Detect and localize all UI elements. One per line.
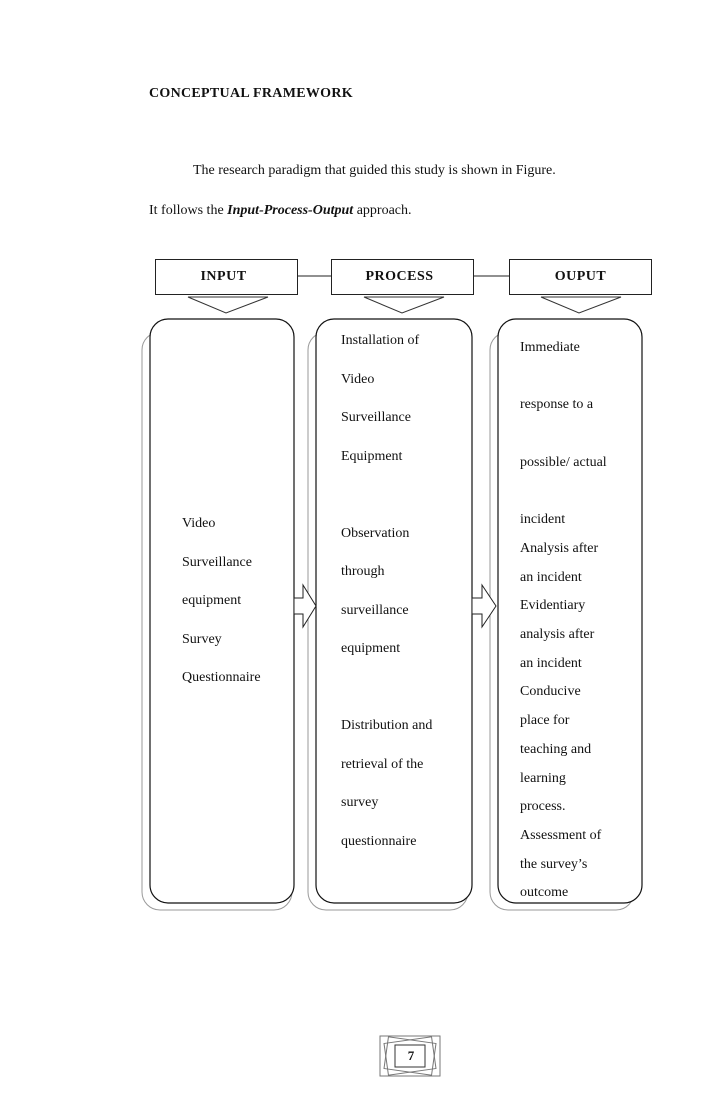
- output-item: [520, 363, 635, 392]
- intro-prefix: It follows the: [149, 203, 228, 218]
- output-item: place for: [520, 713, 570, 729]
- output-item: [520, 420, 635, 449]
- output-item: [520, 478, 635, 507]
- process-item: [341, 476, 461, 515]
- output-item: the survey’s: [520, 856, 588, 872]
- output-panel: [497, 318, 643, 904]
- down-arrow-process: [363, 296, 445, 314]
- process-item: Installation of: [341, 333, 420, 348]
- header-process: PROCESS: [331, 259, 474, 295]
- down-arrow-output: [540, 296, 622, 314]
- output-item: possible/ actual: [520, 454, 607, 470]
- output-item: Evidentiary: [520, 598, 586, 614]
- page-ornament-inner: [394, 1044, 426, 1068]
- process-item: [341, 669, 461, 708]
- section-heading: CONCEPTUAL FRAMEWORK: [149, 86, 353, 101]
- output-item: analysis after: [520, 627, 595, 643]
- output-item: Conducive: [520, 684, 581, 700]
- page-ornament-rot1: [383, 1036, 437, 1076]
- output-item: an incident: [520, 655, 582, 671]
- process-item: survey: [341, 795, 379, 810]
- header-output-label: OUPUT: [554, 269, 607, 284]
- process-item: retrieval of the: [341, 756, 424, 772]
- right-arrow-input-process: [293, 583, 317, 629]
- output-item: incident: [520, 512, 566, 528]
- output-item: learning: [520, 770, 566, 786]
- input-item: Survey: [182, 631, 222, 647]
- process-item: Observation: [341, 525, 410, 541]
- process-item: surveillance: [341, 602, 409, 618]
- page-number: 7: [407, 1048, 415, 1063]
- right-arrow-process-output: [471, 583, 497, 629]
- output-item: response to a: [520, 397, 594, 413]
- output-item: an incident: [520, 569, 582, 585]
- header-output: OUPUT: [509, 259, 652, 295]
- output-item: Assessment of: [520, 827, 602, 843]
- page-ornament-outer: [379, 1035, 441, 1077]
- intro-paragraph-line-1: The research paradigm that guided this s…: [193, 163, 556, 178]
- input-item: Video: [182, 516, 216, 531]
- output-item: Immediate: [520, 340, 580, 355]
- process-item: Video: [341, 371, 375, 387]
- intro-suffix: approach.: [353, 203, 412, 218]
- ipo-emphasis: Input-Process-Output: [227, 203, 354, 218]
- output-item: teaching and: [520, 741, 592, 757]
- input-item: equipment: [182, 593, 242, 608]
- process-item: questionnaire: [341, 833, 417, 849]
- output-item: process.: [520, 799, 566, 815]
- output-items: Immediate response to a possible/ actual…: [520, 334, 635, 908]
- output-item: Analysis after: [520, 540, 599, 556]
- input-item: Surveillance: [182, 554, 252, 570]
- process-item: [341, 861, 461, 890]
- intro-paragraph-line-2: It follows the Input-Process-Output appr…: [149, 203, 412, 219]
- process-item: Distribution and: [341, 718, 433, 733]
- header-input: INPUT: [155, 259, 298, 295]
- process-item: equipment: [341, 641, 401, 656]
- output-item: outcome: [520, 885, 569, 901]
- down-arrow-input: [187, 296, 269, 314]
- process-item: Surveillance: [341, 410, 411, 425]
- process-item: Equipment: [341, 448, 403, 464]
- process-item: through: [341, 564, 385, 579]
- header-input-label: INPUT: [200, 269, 247, 284]
- header-process-label: PROCESS: [365, 269, 434, 284]
- input-item: Questionnaire: [182, 670, 261, 685]
- page-ornament-rot2: [383, 1036, 437, 1076]
